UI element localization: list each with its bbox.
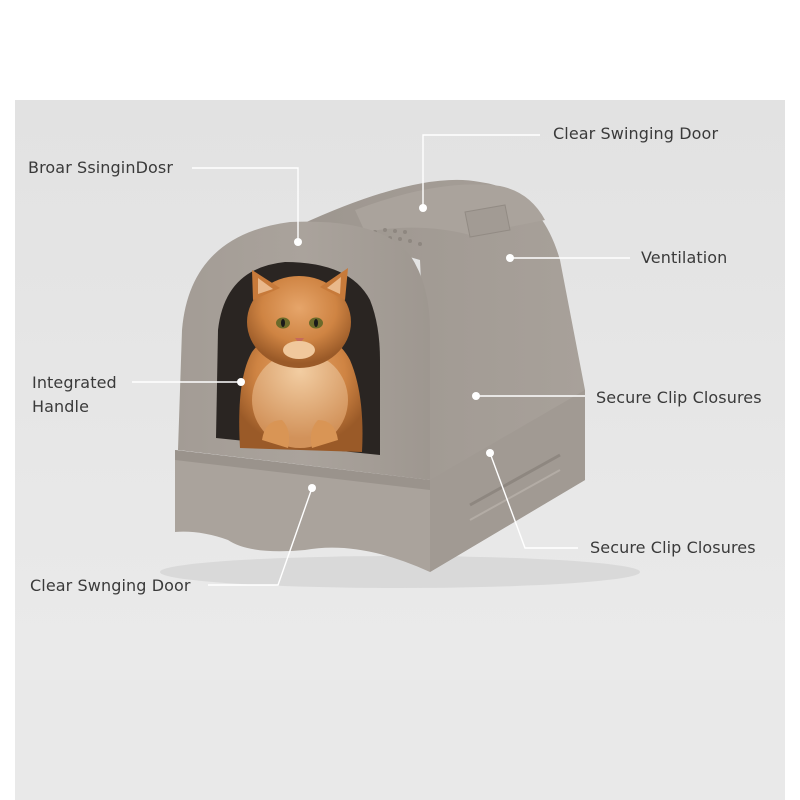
callout-secure-clip-lower: Secure Clip Closures	[590, 538, 756, 557]
leader-clip-lower	[489, 452, 578, 549]
leader-dot-handle	[237, 378, 245, 386]
leader-top-left	[192, 167, 299, 240]
tray-side	[430, 390, 585, 572]
leader-dot-clip-upper	[472, 392, 480, 400]
cat	[239, 268, 363, 452]
product-photo	[15, 100, 785, 800]
leader-bottom-left	[208, 487, 313, 586]
leader-dot-bottom-left	[308, 484, 316, 492]
clip-ridge	[469, 453, 561, 507]
leader-dot-top-left	[294, 238, 302, 246]
photo-bottom-strip	[15, 680, 785, 800]
callout-secure-clip-upper: Secure Clip Closures	[596, 388, 762, 407]
floor-shadow	[160, 556, 640, 588]
callout-ventilation: Ventilation	[641, 248, 728, 267]
callout-top-right: Clear Swinging Door	[553, 124, 719, 143]
leader-dot-clip-lower	[486, 449, 494, 457]
tray-lip	[175, 450, 430, 490]
roof-panel	[464, 204, 511, 238]
callout-bottom-left: Clear Swnging Door	[30, 576, 191, 595]
callout-integrated-handle: Integrated Handle	[32, 373, 117, 416]
leader-dot-top-right	[419, 204, 427, 212]
callout-top-left: Broar SsinginDosr	[28, 158, 174, 177]
clip-ridge-2	[469, 469, 561, 521]
leader-dot-ventilation	[506, 254, 514, 262]
leader-top-right	[422, 134, 540, 206]
